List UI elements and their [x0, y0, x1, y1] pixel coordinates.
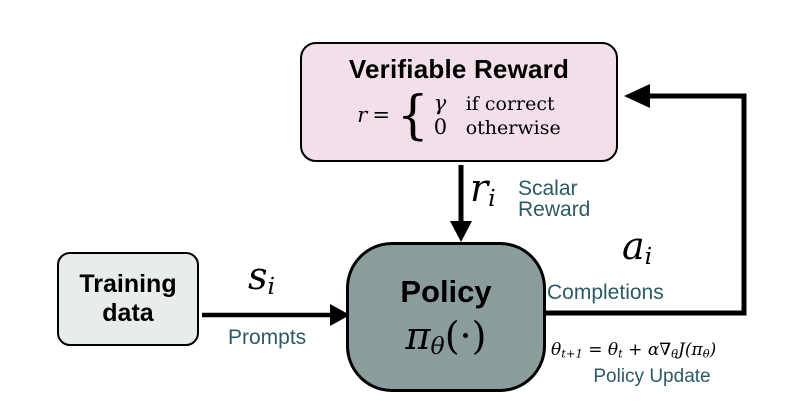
scalar-reward-line2: Reward [518, 198, 591, 221]
case-correct: γ if correct [434, 91, 561, 115]
eq-theta1: θ [551, 340, 562, 360]
action-variable-symbol: a [622, 224, 645, 268]
eq-mid: = [582, 340, 608, 360]
eq-close: ) [709, 340, 717, 360]
training-data-line2: data [102, 299, 154, 327]
verifiable-reward-title: Verifiable Reward [348, 54, 570, 84]
eq-J: J(π [678, 340, 703, 360]
case-otherwise-condition: otherwise [465, 117, 561, 139]
case-otherwise-value: 0 [433, 115, 448, 139]
policy-box: Policy πθ(·) [346, 242, 546, 392]
action-variable: ai [622, 224, 652, 270]
eq-sub2: t [618, 346, 623, 361]
reward-variable-symbol: r [470, 166, 489, 210]
scalar-reward-line1: Scalar [518, 177, 578, 200]
prompts-label: Prompts [228, 326, 307, 349]
case-correct-condition: if correct [465, 93, 555, 115]
policy-update-label: Policy Update [593, 366, 711, 387]
policy-args: (·) [444, 313, 487, 358]
eq-theta2: θ [607, 340, 619, 360]
training-data-title: Training data [79, 270, 176, 328]
policy-symbol: πθ(·) [406, 314, 487, 360]
reward-variable-sub: i [488, 184, 496, 213]
scalar-reward-arrow [450, 165, 472, 242]
case-otherwise: 0 otherwise [434, 115, 561, 139]
eq-sub4: θ [702, 346, 710, 361]
scalar-reward-label: Scalar Reward [518, 178, 590, 220]
formula-lhs: r [357, 103, 368, 127]
prompts-arrow [202, 304, 350, 326]
reward-formula: r = { γ if correct 0 otherwise [357, 84, 561, 146]
state-variable: si [248, 254, 275, 300]
formula-cases: γ if correct 0 otherwise [434, 91, 561, 139]
eq-plus: + α∇ [622, 340, 672, 360]
eq-sub3: θ [671, 346, 679, 361]
reward-variable: ri [470, 166, 496, 212]
policy-pi: π [405, 313, 431, 358]
verifiable-reward-box: Verifiable Reward r = { γ if correct 0 o… [300, 42, 618, 162]
training-data-line1: Training [79, 270, 177, 299]
policy-theta-sub: θ [430, 332, 445, 361]
training-data-box: Training data [57, 252, 199, 346]
state-variable-sub: i [267, 272, 276, 301]
policy-title: Policy [400, 273, 492, 309]
eq-sub1: t+1 [561, 346, 583, 361]
policy-update-equation: θt+1 = θt + α∇θJ(πθ) [551, 340, 761, 360]
formula-equals: = [372, 103, 390, 127]
case-correct-value: γ [433, 91, 447, 115]
completions-label: Completions [547, 281, 664, 304]
action-variable-sub: i [644, 242, 653, 271]
state-variable-symbol: s [248, 254, 268, 298]
formula-brace: { [396, 84, 429, 146]
